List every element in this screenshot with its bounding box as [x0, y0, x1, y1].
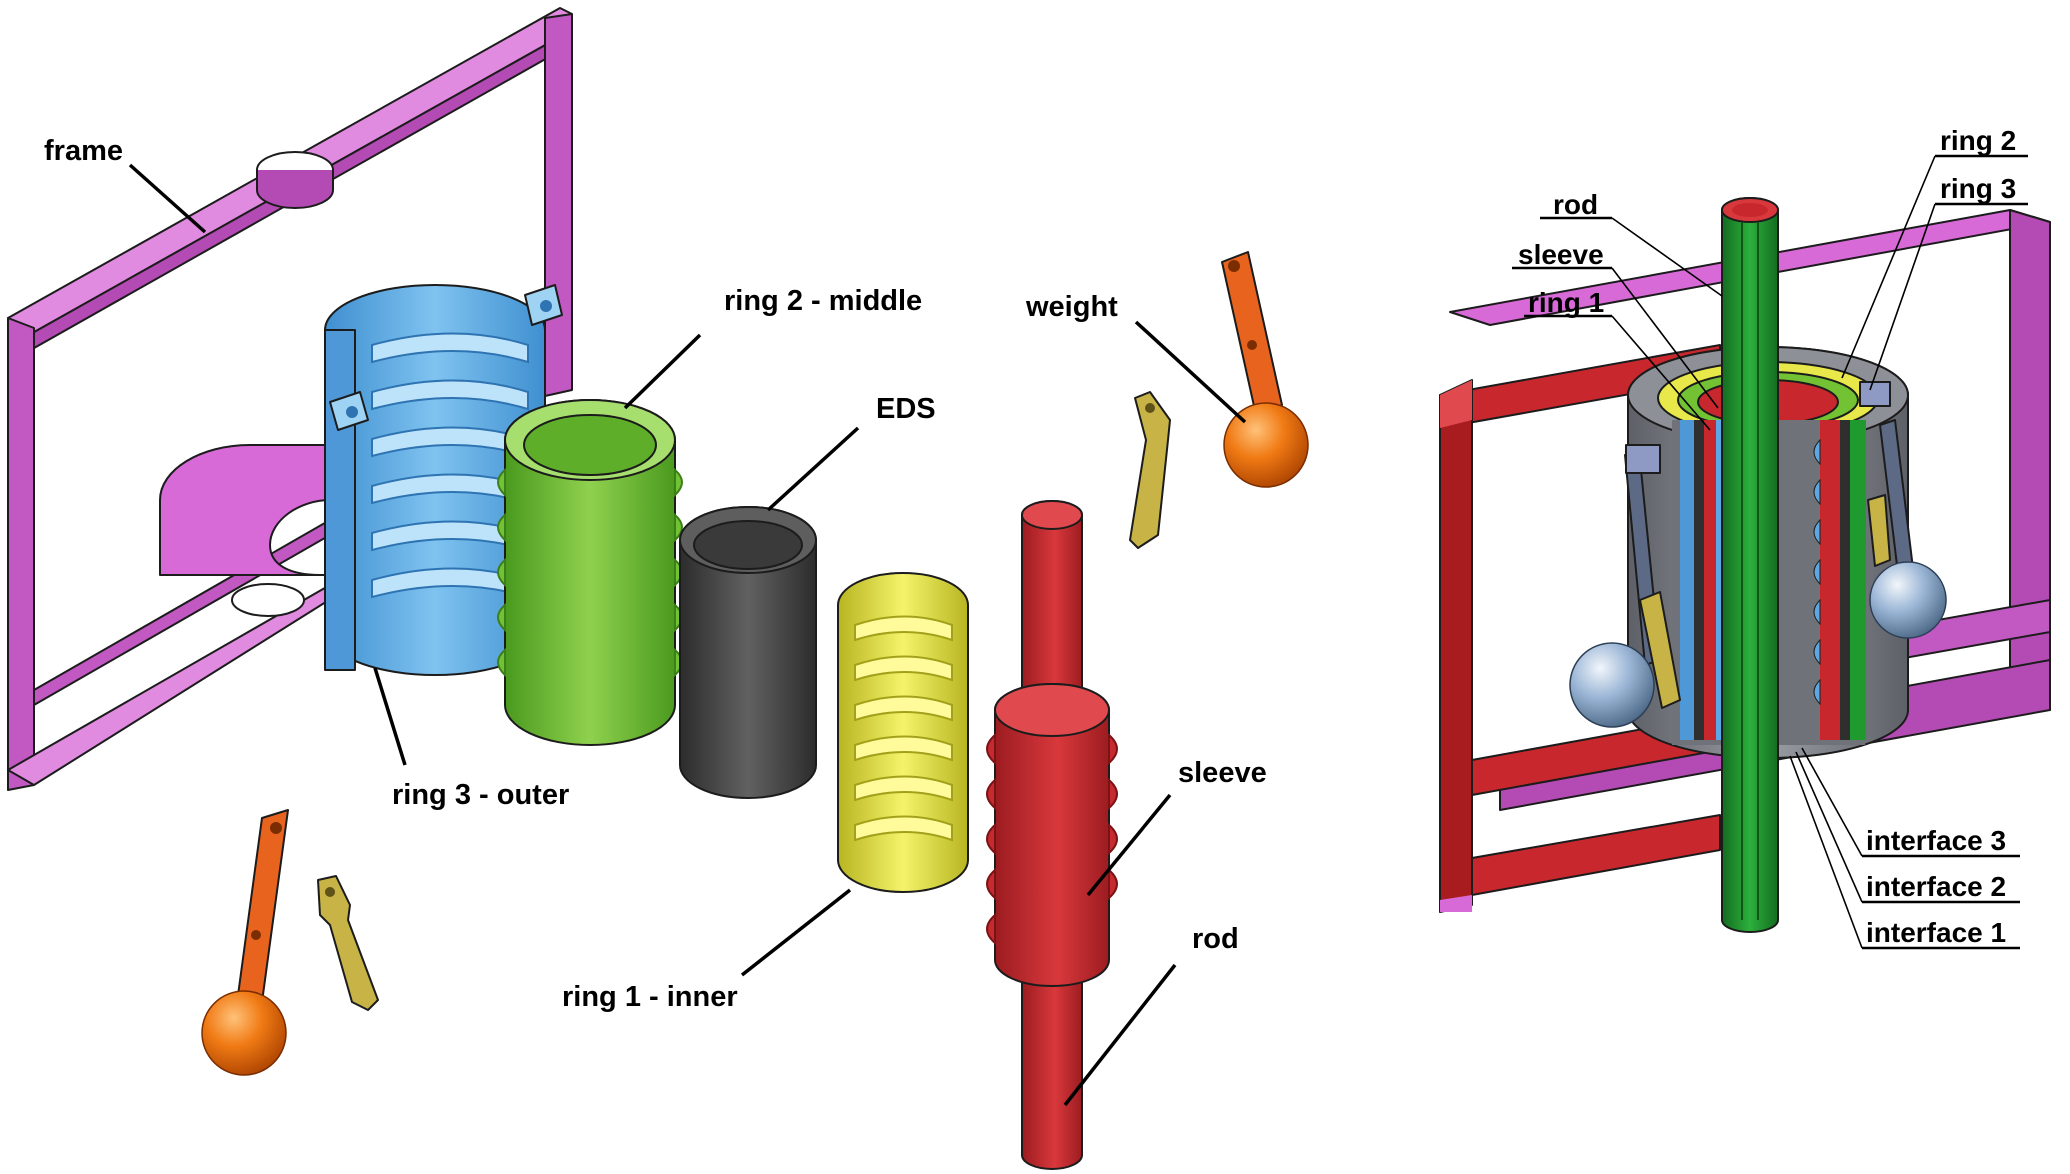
- label-frame: frame: [44, 135, 123, 167]
- label-ring1: ring 1 - inner: [562, 981, 738, 1013]
- ring2-part: [497, 399, 683, 746]
- label-interface2: interface 2: [1866, 871, 2006, 902]
- label-rod: rod: [1192, 923, 1239, 955]
- link-part-top: [1129, 391, 1171, 549]
- exploded-labels: frame ring 3 - outer ring 2 - middle EDS…: [44, 135, 1267, 1107]
- weight-part-top: [1221, 251, 1309, 488]
- assembled-weight-right: [1859, 381, 1947, 639]
- label-sleeve: sleeve: [1178, 757, 1267, 789]
- label-weight: weight: [1025, 291, 1118, 323]
- assembled-weight-left: [1569, 444, 1681, 728]
- ring1-part: [837, 572, 969, 893]
- label-assembled-sleeve: sleeve: [1518, 239, 1604, 270]
- label-assembled-ring1: ring 1: [1528, 287, 1604, 318]
- link-part-bottom: [317, 875, 379, 1011]
- label-ring2: ring 2 - middle: [724, 285, 922, 317]
- assembled-labels: rod sleeve ring 1 ring 2 ring 3 interfac…: [1512, 125, 2028, 950]
- label-interface3: interface 3: [1866, 825, 2006, 856]
- label-ring3: ring 3 - outer: [392, 779, 569, 811]
- label-eds: EDS: [876, 393, 936, 425]
- label-assembled-ring2: ring 2: [1940, 125, 2016, 156]
- ring3-part: [324, 284, 563, 676]
- label-assembled-ring3: ring 3: [1940, 173, 2016, 204]
- rod-sleeve-part: [986, 500, 1118, 1170]
- label-interface1: interface 1: [1866, 917, 2006, 948]
- label-assembled-rod: rod: [1553, 189, 1598, 220]
- eds-part: [679, 506, 817, 799]
- assembled-rod: [1721, 197, 1779, 933]
- weight-part-bottom: [201, 809, 289, 1076]
